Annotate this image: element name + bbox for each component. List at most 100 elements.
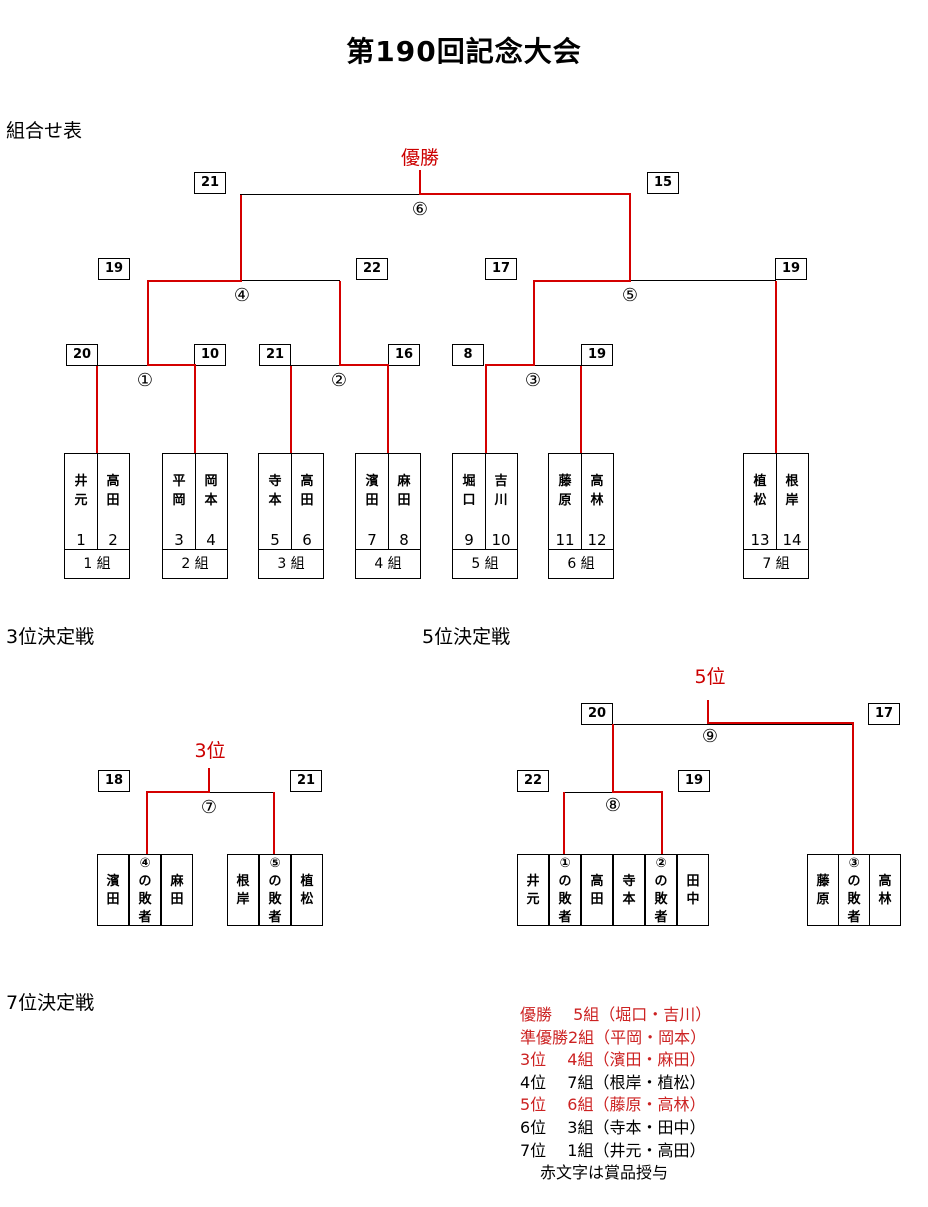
page-title: 第190回記念大会 — [346, 35, 582, 68]
winner-line — [707, 700, 709, 724]
results-list: 優勝 5組（堀口・吉川） 準優勝2組（平岡・岡本） 3位 4組（濱田・麻田） 4… — [440, 1004, 800, 1185]
section-seventh-place-heading: 7位決定戦 — [6, 992, 95, 1014]
score-box-m2-right: 16 — [388, 344, 420, 366]
match-number-6: ⑥ — [411, 199, 429, 220]
winner-line — [775, 281, 777, 454]
cell-text: 麻田 — [170, 874, 184, 907]
player-number: 10 — [491, 531, 511, 549]
winner-line — [208, 768, 210, 792]
result-row: 準優勝2組（平岡・岡本） — [520, 1027, 707, 1047]
winner-line — [852, 723, 854, 854]
player-number: 13 — [750, 531, 770, 549]
team-name: 井元 — [74, 474, 88, 508]
team-name: 藤原 — [558, 474, 572, 508]
group-label: 3 組 — [277, 556, 305, 572]
team-box-4: 濱田 麻田 7 8 4 組 — [355, 453, 421, 579]
score-box-m7-left: 18 — [98, 770, 130, 792]
group-label: 7 組 — [762, 556, 790, 572]
player-number: 7 — [367, 531, 377, 549]
winner-line — [387, 366, 389, 454]
winner-line — [419, 170, 421, 194]
result-row: 7位 1組（井元・高田） — [520, 1140, 706, 1160]
winner-line — [96, 366, 98, 454]
score-box-m3-left: 8 — [452, 344, 484, 366]
score-box-m9-right: 17 — [868, 703, 900, 725]
section-fifth-place-heading: 5位決定戦 — [422, 626, 511, 648]
winner-line — [419, 193, 631, 195]
group-label: 5 組 — [471, 556, 499, 572]
player-number: 2 — [108, 531, 118, 549]
match-number-4: ④ — [233, 285, 251, 306]
winner-line — [147, 281, 149, 366]
bracket-line — [534, 280, 776, 281]
winner-line — [194, 366, 196, 454]
team-box-7: 植松 根岸 13 14 7 組 — [743, 453, 809, 579]
player-number: 3 — [174, 531, 184, 549]
score-box-m7-right: 21 — [290, 770, 322, 792]
team-name: 高田 — [106, 474, 120, 508]
fifth-place-cell: 高林 — [869, 854, 901, 926]
result-row: 6位 3組（寺本・田中） — [520, 1117, 706, 1137]
fifth-place-cell: 藤原 — [807, 854, 839, 926]
winner-line — [485, 366, 487, 454]
team-name: 麻田 — [397, 474, 411, 508]
third-place-cell: 濱田 — [97, 854, 129, 926]
winner-line — [533, 280, 631, 282]
team-name: 高林 — [590, 474, 604, 508]
winner-line — [629, 195, 631, 282]
cell-text: 寺本 — [622, 874, 636, 907]
group-label: 4 組 — [374, 556, 402, 572]
winner-line — [273, 792, 275, 854]
winner-line — [146, 792, 148, 854]
team-name: 吉川 — [494, 474, 508, 508]
section-bracket-heading: 組合せ表 — [6, 120, 83, 142]
winner-line — [147, 280, 242, 282]
team-box-6: 藤原 高林 11 12 6 組 — [548, 453, 614, 579]
team-name: 岡本 — [204, 474, 218, 508]
cell-text: 田中 — [686, 874, 700, 907]
group-label: 2 組 — [181, 556, 209, 572]
bracket-line — [613, 724, 853, 725]
third-place-cell: 麻田 — [161, 854, 193, 926]
fifth-place-cell: 寺本 — [613, 854, 645, 926]
winner-line — [580, 366, 582, 454]
winner-line — [339, 364, 389, 366]
winner-line — [146, 791, 210, 793]
score-box-m8-left: 22 — [517, 770, 549, 792]
score-box-m4-left: 19 — [98, 258, 130, 280]
winner-line — [707, 722, 854, 724]
team-box-1: 井元 高田 1 2 1 組 — [64, 453, 130, 579]
prize-note: 赤文字は賞品授与 — [540, 1163, 669, 1183]
fifth-place-label: 5位 — [694, 666, 726, 688]
third-place-cell: 根岸 — [227, 854, 259, 926]
fifth-place-cell: 田中 — [677, 854, 709, 926]
team-box-2: 平岡 岡本 3 4 2 組 — [162, 453, 228, 579]
winner-line — [563, 792, 565, 854]
fifth-place-cell: 高田 — [581, 854, 613, 926]
champion-label: 優勝 — [400, 147, 439, 169]
team-name: 濱田 — [365, 474, 379, 508]
cell-text: 藤原 — [816, 874, 830, 907]
team-name: 平岡 — [172, 474, 186, 508]
match-number-5: ⑤ — [621, 285, 639, 306]
team-name: 寺本 — [268, 474, 282, 508]
winner-line — [339, 281, 341, 366]
group-label: 6 組 — [567, 556, 595, 572]
score-box-m5-right: 19 — [775, 258, 807, 280]
bracket-line — [148, 280, 340, 281]
cell-text: 植松 — [300, 874, 314, 907]
winner-line — [148, 364, 196, 366]
winner-line — [485, 364, 534, 366]
team-name: 根岸 — [785, 474, 799, 508]
result-row: 優勝 5組（堀口・吉川） — [520, 1005, 712, 1024]
cell-text: 高田 — [590, 874, 604, 907]
group-label: 1 組 — [83, 556, 111, 572]
section-third-place-heading: 3位決定戦 — [6, 626, 95, 648]
cell-text: 濱田 — [106, 874, 120, 907]
score-box-m6-left: 21 — [194, 172, 226, 194]
team-name: 高田 — [300, 474, 314, 508]
